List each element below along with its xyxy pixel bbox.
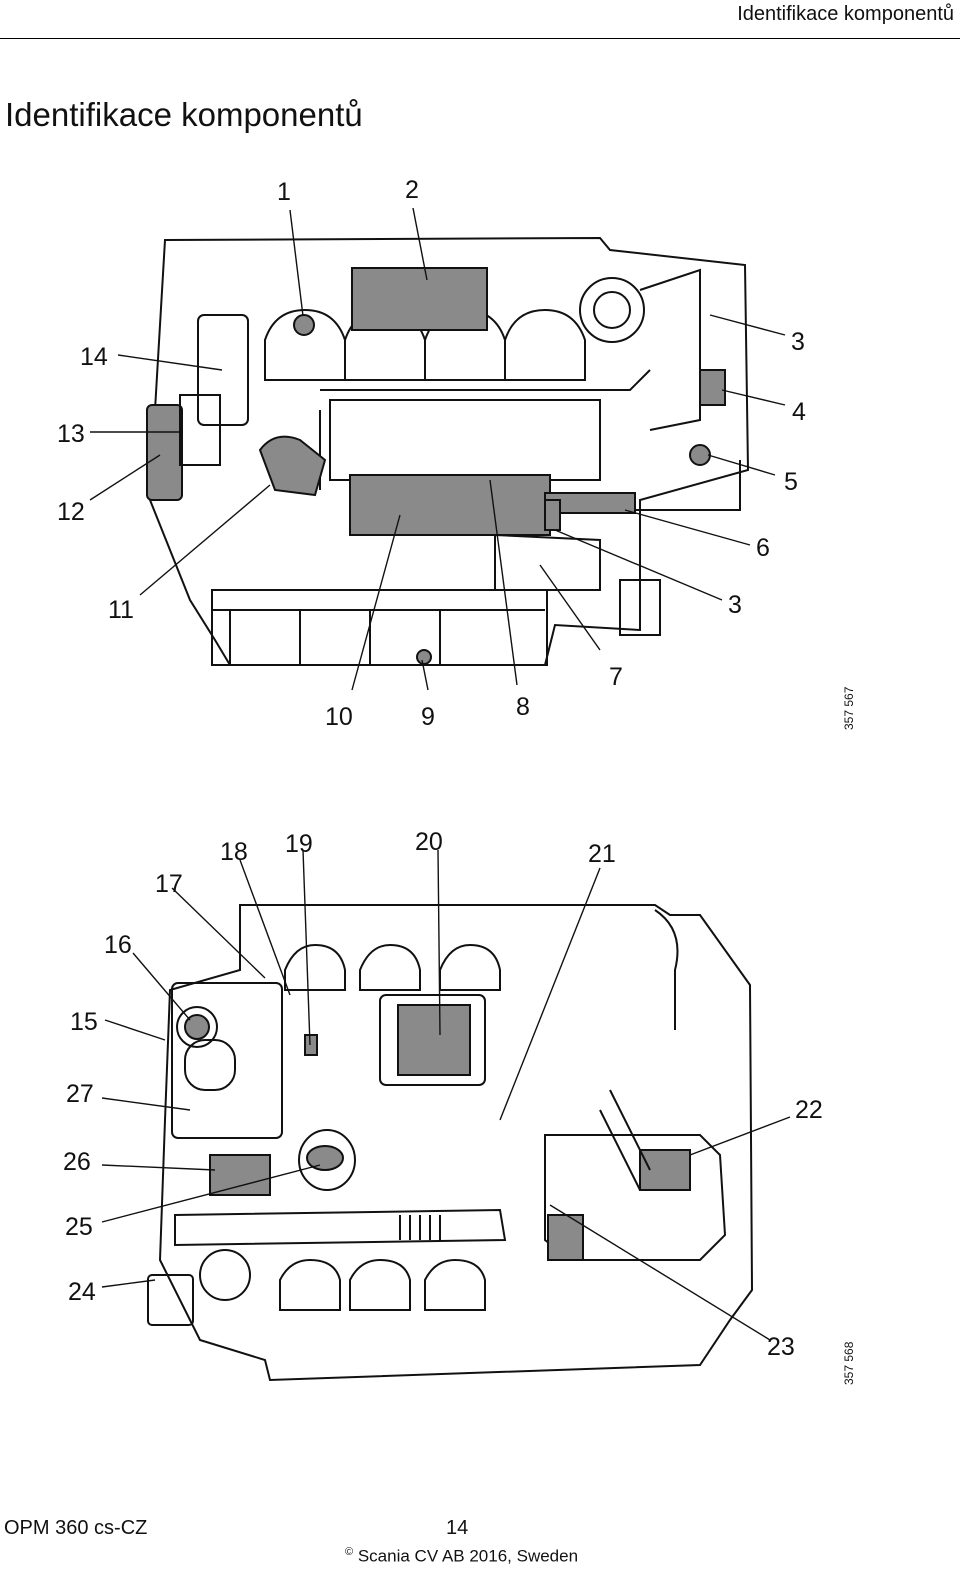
copyright-text: Scania CV AB 2016, Sweden <box>357 1546 579 1566</box>
callout-label: 17 <box>155 870 183 898</box>
callout-label: 19 <box>285 830 313 858</box>
callout-label: 15 <box>70 1008 98 1036</box>
callout-label: 11 <box>108 596 134 624</box>
callout-label: 16 <box>104 931 132 959</box>
callout-label: 3 <box>728 591 742 619</box>
callout-label: 1 <box>277 178 291 206</box>
callout-label: 22 <box>795 1096 823 1124</box>
running-header: Identifikace komponentů <box>737 3 954 25</box>
engine-figure-top: 1 2 3 4 5 6 3 7 8 9 10 11 12 13 14 357 5… <box>0 170 960 750</box>
page-number: 14 <box>446 1517 469 1539</box>
callout-label: 6 <box>756 534 770 562</box>
callout-label: 25 <box>65 1213 93 1241</box>
leader-lines-bottom <box>101 849 791 1341</box>
figure-reference: 357 567 <box>842 686 856 730</box>
callout-label: 14 <box>80 343 108 371</box>
header-rule <box>0 38 960 39</box>
callout-label: 7 <box>609 663 623 691</box>
copyright-symbol: © <box>345 1546 354 1558</box>
callout-label: 10 <box>325 703 353 731</box>
callout-label: 20 <box>415 828 443 856</box>
callout-label: 4 <box>792 398 806 426</box>
document-id: OPM 360 cs-CZ <box>4 1517 148 1539</box>
copyright: © Scania CV AB 2016, Sweden <box>345 1546 578 1567</box>
callout-label: 8 <box>516 693 530 721</box>
callout-label: 3 <box>791 328 805 356</box>
callout-label: 2 <box>405 176 419 204</box>
figure-reference: 357 568 <box>842 1341 856 1385</box>
callout-label: 13 <box>57 420 85 448</box>
callout-label: 24 <box>68 1278 96 1306</box>
engine-drawing-top: 1 2 3 4 5 6 3 7 8 9 10 11 12 13 14 357 5… <box>57 176 856 731</box>
callout-label: 5 <box>784 468 798 496</box>
callout-label: 9 <box>421 703 435 731</box>
engine-illustration-bottom <box>147 904 754 1382</box>
callout-label: 21 <box>588 840 616 868</box>
engine-figure-bottom: 15 16 17 18 19 20 21 22 23 24 25 26 27 3… <box>0 820 960 1400</box>
callout-label: 12 <box>57 498 85 526</box>
callout-label: 18 <box>220 838 248 866</box>
engine-drawing-bottom: 15 16 17 18 19 20 21 22 23 24 25 26 27 3… <box>63 828 856 1385</box>
callout-label: 23 <box>767 1333 795 1361</box>
leader-lines-top <box>89 207 786 691</box>
callout-label: 27 <box>66 1080 94 1108</box>
page-title: Identifikace komponentů <box>5 96 363 133</box>
callout-label: 26 <box>63 1148 91 1176</box>
engine-illustration-top <box>146 236 750 666</box>
